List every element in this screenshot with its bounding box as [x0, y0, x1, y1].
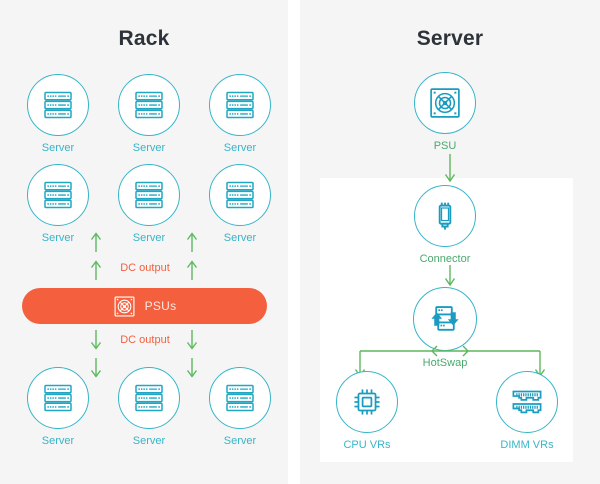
- server-icon: [135, 91, 163, 119]
- server-label: Server: [223, 435, 257, 447]
- psu-fan-icon: [114, 296, 135, 316]
- dc-output-up-label: DC output: [120, 262, 170, 274]
- hotswap-icon: [431, 306, 459, 331]
- server-label: Server: [132, 232, 166, 244]
- psu-to-connector-arrow: [444, 154, 456, 183]
- rack-server-node-2[interactable]: Server: [111, 74, 187, 155]
- psus-bar-label: PSUs: [144, 299, 177, 313]
- server-circle: [209, 74, 271, 136]
- rack-server-node-7[interactable]: Server: [20, 367, 96, 448]
- server-label: Server: [223, 232, 257, 244]
- server-circle: [118, 164, 180, 226]
- server-circle: [118, 367, 180, 429]
- server-label: Server: [41, 232, 75, 244]
- connector-to-hotswap-arrow: [444, 265, 456, 287]
- rack-server-node-4[interactable]: Server: [20, 164, 96, 245]
- dc-output-up-arrows: [90, 232, 198, 280]
- server-icon: [44, 384, 72, 412]
- server-icon: [226, 91, 254, 119]
- server-icon: [226, 384, 254, 412]
- server-connector-node[interactable]: Connector: [407, 185, 483, 266]
- dc-output-down-label: DC output: [120, 334, 170, 346]
- rack-server-node-6[interactable]: Server: [202, 164, 278, 245]
- server-icon: [44, 181, 72, 209]
- rack-server-node-5[interactable]: Server: [111, 164, 187, 245]
- rack-server-node-8[interactable]: Server: [111, 367, 187, 448]
- server-circle: [27, 164, 89, 226]
- rack-server-node-9[interactable]: Server: [202, 367, 278, 448]
- psus-bar[interactable]: PSUs: [22, 288, 267, 324]
- server-hotswap-node[interactable]: HotSwap: [407, 287, 483, 370]
- psu-circle: [414, 72, 476, 134]
- psu-fan-icon: [430, 88, 460, 118]
- server-cpu-vrs-label: CPU VRs: [343, 439, 391, 451]
- rack-server-node-1[interactable]: Server: [20, 74, 96, 155]
- rack-panel: Rack: [0, 0, 288, 484]
- dc-output-down-arrows: [90, 330, 198, 378]
- server-icon: [135, 181, 163, 209]
- server-dimm-vrs-node[interactable]: DIMM VRs: [489, 371, 565, 452]
- server-label: Server: [132, 142, 166, 154]
- server-icon: [226, 181, 254, 209]
- server-circle: [118, 74, 180, 136]
- connector-circle: [414, 185, 476, 247]
- server-connector-label: Connector: [419, 253, 471, 265]
- server-psu-node[interactable]: PSU: [407, 72, 483, 153]
- server-icon: [44, 91, 72, 119]
- connector-icon: [438, 202, 452, 230]
- server-circle: [27, 74, 89, 136]
- server-psu-label: PSU: [433, 140, 457, 152]
- server-label: Server: [41, 142, 75, 154]
- server-panel-title: Server: [416, 27, 484, 50]
- server-circle: [27, 367, 89, 429]
- dimm-vrs-circle: [496, 371, 558, 433]
- hotswap-circle: [413, 287, 477, 351]
- server-circle: [209, 164, 271, 226]
- server-label: Server: [223, 142, 257, 154]
- server-panel: Server: [300, 0, 600, 484]
- dimm-module-icon: [512, 390, 542, 414]
- server-circle: [209, 367, 271, 429]
- server-cpu-vrs-node[interactable]: CPU VRs: [329, 371, 405, 452]
- server-dimm-vrs-label: DIMM VRs: [500, 439, 554, 451]
- rack-panel-title: Rack: [118, 27, 170, 50]
- server-label: Server: [41, 435, 75, 447]
- server-icon: [135, 384, 163, 412]
- server-label: Server: [132, 435, 166, 447]
- cpu-vrs-circle: [336, 371, 398, 433]
- rack-server-node-3[interactable]: Server: [202, 74, 278, 155]
- cpu-chip-icon: [354, 389, 380, 415]
- server-hotswap-label: HotSwap: [422, 357, 468, 369]
